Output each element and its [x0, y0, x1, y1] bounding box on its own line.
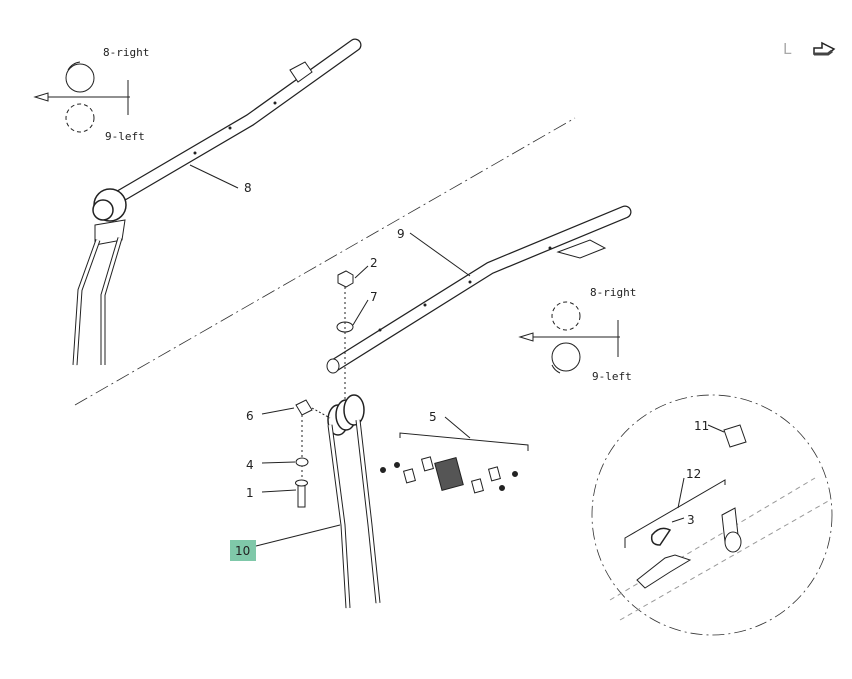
tube-part-8 — [72, 38, 362, 366]
callout-7[interactable]: 7 — [370, 290, 378, 304]
callout-3[interactable]: 3 — [687, 513, 695, 527]
detail-view — [591, 394, 833, 636]
callout-1[interactable]: 1 — [246, 486, 254, 500]
clip-part-6 — [295, 399, 313, 416]
tube-part-9 — [326, 205, 632, 374]
washer-part-4 — [295, 457, 309, 467]
nut-part-2 — [337, 270, 354, 288]
rotation-symbol-lower — [518, 301, 620, 374]
layer-toggle[interactable]: L — [783, 40, 792, 58]
label-9-left-lower: 9-left — [592, 370, 632, 383]
bolt-part-1 — [297, 482, 306, 508]
callout-2[interactable]: 2 — [370, 256, 378, 270]
callout-11[interactable]: 11 — [694, 419, 709, 433]
label-9-left: 9-left — [105, 130, 145, 143]
spring-tine-part-10 — [327, 394, 381, 609]
callout-12[interactable]: 12 — [686, 467, 701, 481]
callout-9[interactable]: 9 — [397, 227, 405, 241]
mount-kit-part-5 — [380, 416, 529, 494]
callout-10[interactable]: 10 — [235, 544, 250, 558]
rotation-symbol-upper — [33, 61, 130, 133]
label-8-right: 8-right — [103, 46, 149, 59]
separator-line — [74, 117, 576, 406]
callout-4[interactable]: 4 — [246, 458, 254, 472]
callout-5[interactable]: 5 — [429, 410, 437, 424]
callout-10-highlight[interactable] — [230, 540, 256, 561]
callout-8[interactable]: 8 — [244, 181, 252, 195]
arrow-export-icon[interactable] — [812, 40, 836, 58]
label-8-right-lower: 8-right — [590, 286, 636, 299]
callout-6[interactable]: 6 — [246, 409, 254, 423]
